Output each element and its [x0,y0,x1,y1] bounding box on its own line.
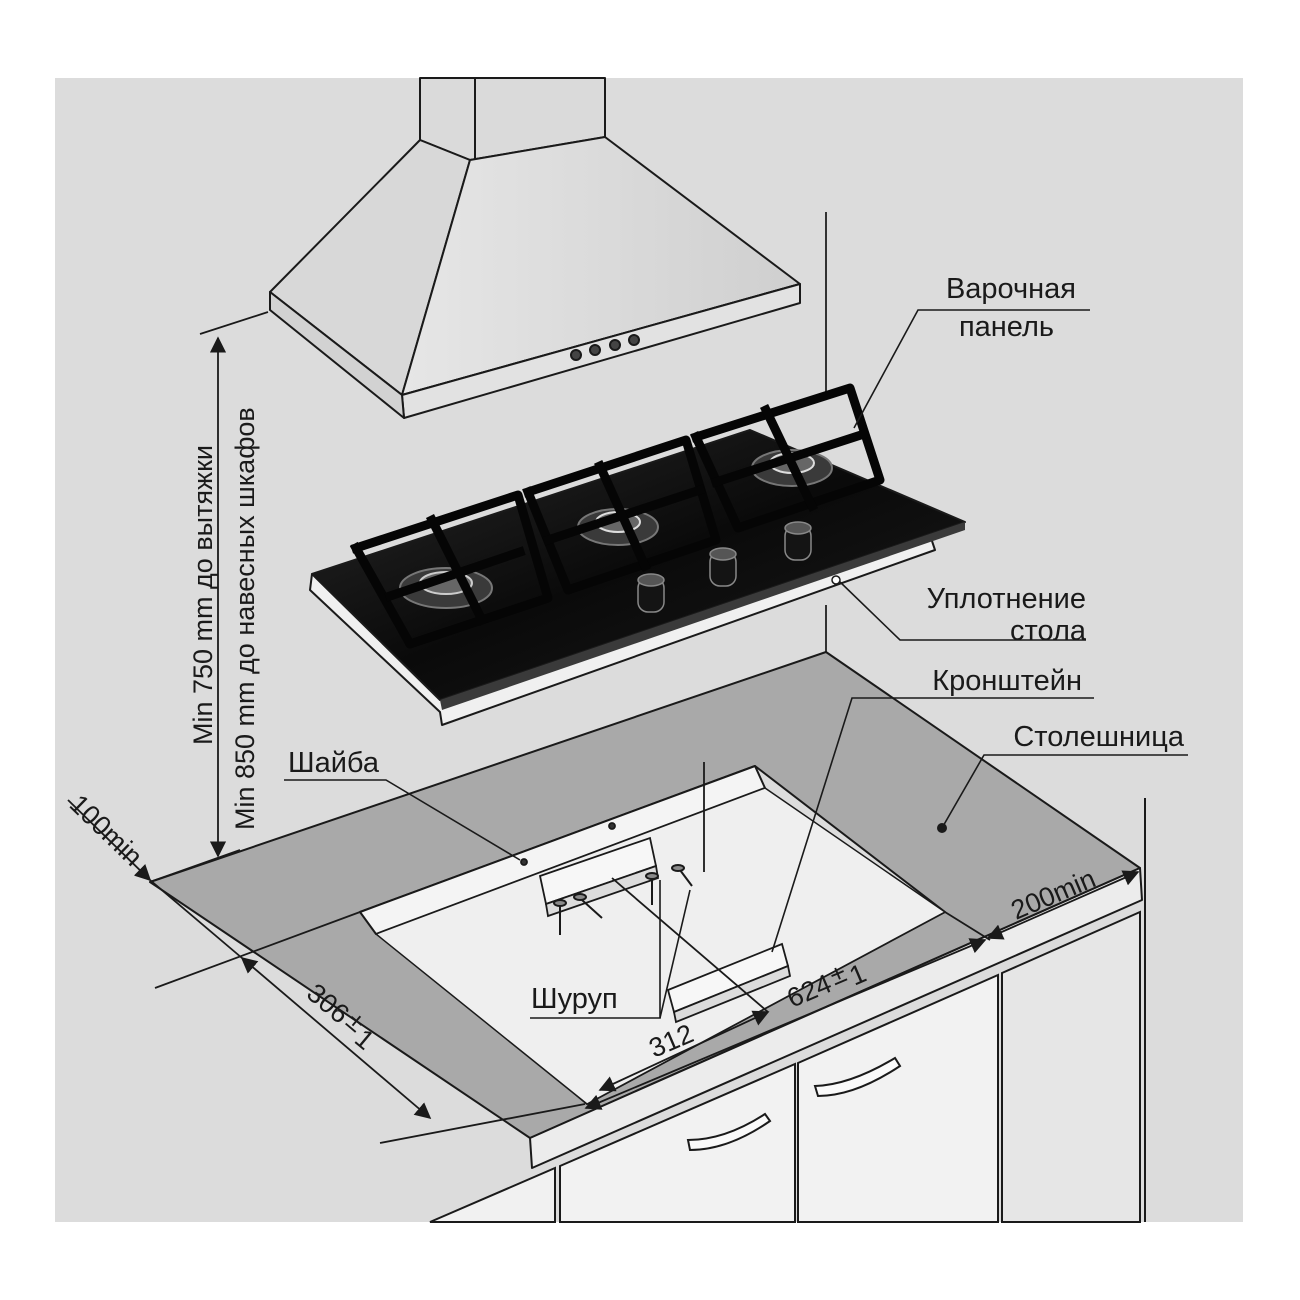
height-extension-top [199,311,269,335]
seal-leader-dot [831,575,841,585]
countertop-leader [941,754,1188,829]
grate-middle-bar [594,460,651,572]
hood-button [628,334,640,346]
grate-right [690,383,885,533]
bracket-hole [608,822,616,830]
label-screw: Шуруп [531,983,618,1015]
screw-leader-b [659,889,691,1019]
screw-head [553,899,567,907]
knob-top [784,521,812,535]
control-knobs [637,521,812,613]
label-countertop: Столешница [1013,721,1185,753]
hood-button [570,349,582,361]
half-width-dimension-line [598,1010,770,1092]
center-line-lower [611,877,769,1013]
bracket-leader [771,697,1094,953]
label-washer: Шайба [288,747,380,779]
label-bracket: Кронштейн [932,665,1082,697]
screw-head [573,893,587,901]
hob-leader [853,309,1090,429]
grate-middle [522,435,721,595]
label-hob-line1: Варочная [946,273,1076,305]
bracket-hole [520,858,528,866]
washer-leader [284,779,521,861]
dim-hood-750: Min 750 mm до вытяжки [188,445,218,745]
grate-left [349,490,553,649]
hood-button [589,344,601,356]
grate-left-bar [425,513,489,627]
cooker-hood [269,77,801,419]
leader-lines [284,309,1188,1019]
knob-top [637,573,665,587]
dimension-lines [67,311,1140,1144]
screw-shaft [581,899,603,919]
diagonal-ruler [149,879,243,959]
front-100-line [67,799,152,882]
gas-hob [309,383,966,726]
hood-button [609,339,621,351]
knob-top [709,547,737,561]
label-seal-line2: стола [1010,615,1087,647]
cabinet-door-left [429,1166,556,1223]
hood-rim-left [269,291,405,419]
depth-extension-b [379,1103,586,1144]
front-extension-line [149,849,241,883]
side-200-line [986,870,1140,940]
seal-leader [837,579,1086,641]
hob-glass-edge [440,522,965,710]
countertop-leader-dot [937,823,947,833]
grate-right-bar [759,403,819,513]
dim-cabinets-850: Min 850 mm до навесных шкафов [230,407,260,830]
label-seal-line1: Уплотнение [927,583,1086,615]
depth-extension-a [154,911,361,989]
screw-head [671,864,685,872]
screw-shaft [679,869,693,887]
screws [553,864,693,935]
label-hob-line2: панель [959,311,1054,343]
door-handle [686,1112,772,1152]
screw-head [645,872,659,880]
hob-grates [349,383,885,649]
depth-dimension-line [240,956,432,1120]
width-extension-right [944,911,991,941]
